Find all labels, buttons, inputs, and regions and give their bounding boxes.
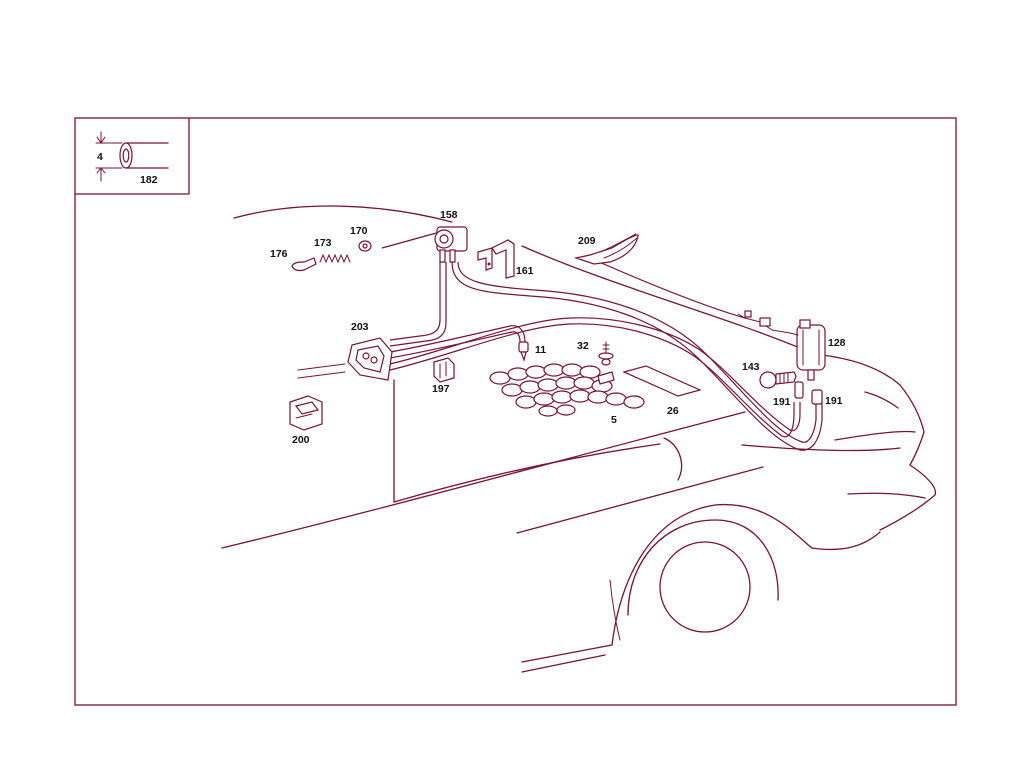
label-176: 176 [270, 248, 288, 260]
foam-strip-5-icon [489, 363, 645, 417]
pad-26-icon [622, 365, 702, 397]
inset-detail: 4 182 [74, 117, 190, 195]
hose-routing [381, 231, 823, 451]
pump-128-icon [737, 310, 826, 381]
screw-32-icon [598, 341, 614, 366]
cable-tie-209-icon [573, 233, 639, 265]
part-labels: 158 170 173 176 161 209 128 143 191 191 … [270, 209, 846, 446]
bracket-161-icon [477, 239, 515, 279]
tube-icon [125, 142, 169, 169]
label-5: 5 [611, 414, 617, 426]
spring-173-icon [319, 253, 351, 264]
label-143: 143 [742, 361, 760, 373]
car-outline [221, 205, 937, 673]
grommet-203-icon [347, 337, 393, 381]
washer-170-icon [358, 240, 372, 252]
inset-part-label: 182 [140, 174, 158, 186]
clip-200-icon [289, 395, 323, 431]
connector-191-left-icon [794, 381, 804, 399]
label-128: 128 [828, 337, 846, 349]
valve-158-icon [434, 226, 468, 263]
screw-143-icon [759, 371, 797, 389]
label-161: 161 [516, 265, 534, 277]
label-200: 200 [292, 434, 310, 446]
label-170: 170 [350, 225, 368, 237]
label-26: 26 [667, 405, 679, 417]
label-158: 158 [440, 209, 458, 221]
inset-dimension-label: 4 [97, 151, 103, 163]
label-11: 11 [535, 344, 546, 356]
label-191-left: 191 [773, 396, 791, 408]
label-32: 32 [577, 340, 589, 352]
pin-176-icon [291, 257, 317, 272]
label-191-right: 191 [825, 395, 843, 407]
label-203: 203 [351, 321, 369, 333]
label-197: 197 [432, 383, 450, 395]
label-173: 173 [314, 237, 332, 249]
connector-191-right-icon [811, 389, 823, 405]
nozzle-11-icon [518, 341, 529, 363]
clip-197-icon [433, 357, 455, 383]
label-209: 209 [578, 235, 596, 247]
diagram-frame [74, 117, 957, 706]
